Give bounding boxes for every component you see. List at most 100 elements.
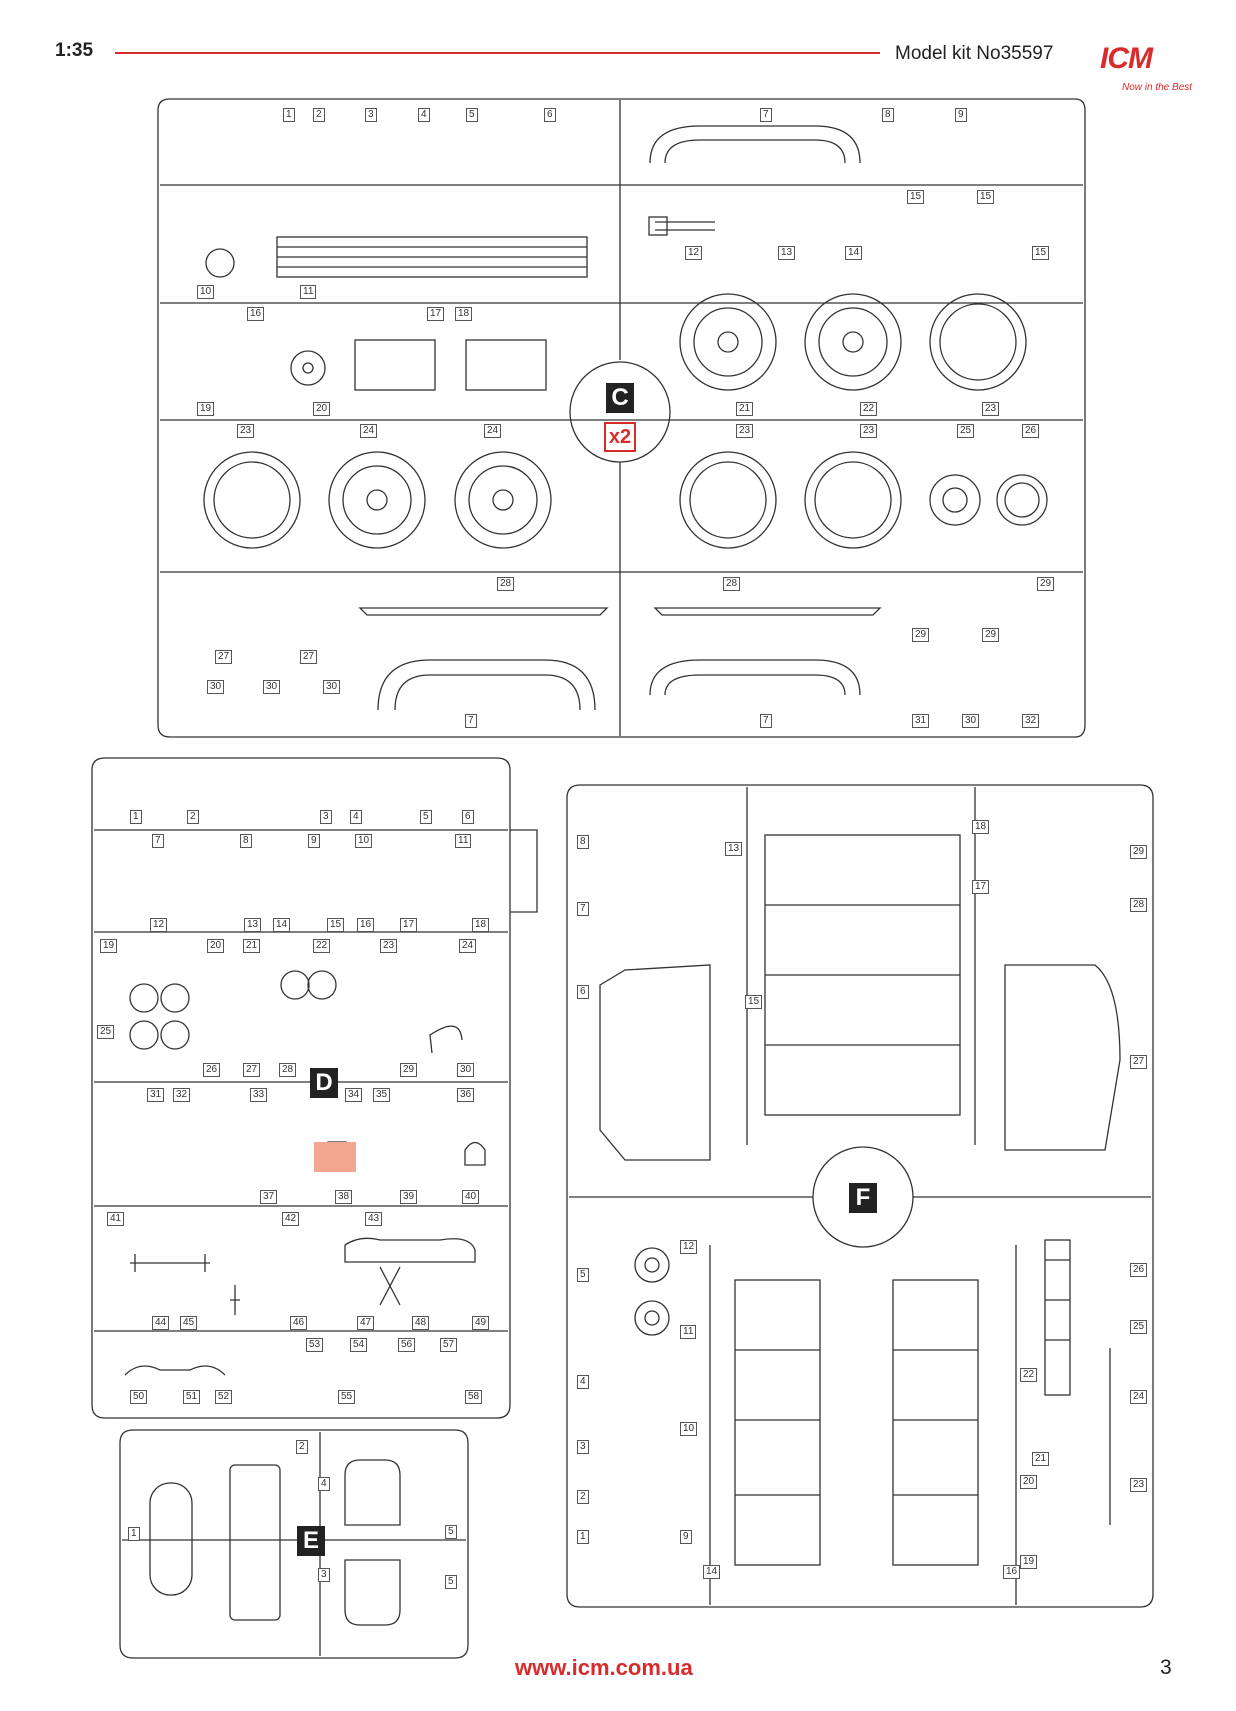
part-number: 21	[736, 402, 754, 416]
part-number: 51	[183, 1390, 201, 1404]
part-number: 23	[736, 424, 754, 438]
part-number: 36	[457, 1088, 475, 1102]
part-number: 12	[685, 246, 703, 260]
part-number: 29	[982, 628, 1000, 642]
part-number: 40	[462, 1190, 480, 1204]
page-number: 3	[1160, 1656, 1172, 1679]
part-number: 3	[577, 1440, 589, 1454]
part-number: 10	[197, 285, 215, 299]
part-number: 20	[1020, 1475, 1038, 1489]
part-number: 7	[760, 714, 772, 728]
part-number: 7	[577, 902, 589, 916]
part-number: 12	[150, 918, 168, 932]
part-number: 29	[400, 1063, 418, 1077]
part-number: 31	[912, 714, 930, 728]
part-number: 55	[338, 1390, 356, 1404]
part-number: 17	[972, 880, 990, 894]
part-number: 23	[860, 424, 878, 438]
sprue-c-bars	[276, 125, 882, 711]
part-number: 25	[957, 424, 975, 438]
part-number: 7	[465, 714, 477, 728]
part-number: 15	[977, 190, 995, 204]
part-number: 43	[365, 1212, 383, 1226]
part-number: 11	[300, 285, 317, 299]
part-number: 33	[250, 1088, 268, 1102]
part-number: 3	[320, 810, 332, 824]
part-number: 28	[1130, 898, 1148, 912]
sprue-c-wheels	[203, 248, 1048, 549]
part-number: 26	[203, 1063, 221, 1077]
part-number: 22	[860, 402, 878, 416]
part-number: 31	[147, 1088, 165, 1102]
part-number: 7	[760, 108, 772, 122]
part-number: 9	[308, 834, 320, 848]
part-number: 46	[290, 1316, 308, 1330]
part-number: 5	[445, 1575, 457, 1589]
part-number: 8	[882, 108, 894, 122]
part-number: 27	[300, 650, 318, 664]
part-number: 4	[418, 108, 430, 122]
part-number: 29	[1130, 845, 1148, 859]
part-number: 34	[345, 1088, 363, 1102]
part-number: 44	[152, 1316, 170, 1330]
part-number: 30	[207, 680, 225, 694]
part-number: 17	[427, 307, 445, 321]
part-number: 28	[279, 1063, 297, 1077]
part-number: 54	[350, 1338, 368, 1352]
sprue-e-frame	[119, 1429, 469, 1659]
part-number: 15	[1032, 246, 1050, 260]
part-number: 56	[398, 1338, 416, 1352]
part-number: 4	[577, 1375, 589, 1389]
sprue-d-frame	[91, 757, 538, 1419]
part-number: 23	[237, 424, 255, 438]
part-number: 27	[215, 650, 233, 664]
website-url[interactable]: www.icm.com.ua	[515, 1655, 693, 1680]
part-number: 24	[459, 939, 477, 953]
part-number: 15	[327, 918, 345, 932]
sprue-d-parts	[124, 970, 486, 1376]
part-number: 10	[680, 1422, 698, 1436]
part-number: 18	[472, 918, 490, 932]
part-number: 29	[912, 628, 930, 642]
brand-logo: ICM	[1100, 42, 1153, 75]
part-number: 9	[955, 108, 967, 122]
part-number: 50	[130, 1390, 148, 1404]
part-number: 6	[462, 810, 474, 824]
part-number: 53	[306, 1338, 324, 1352]
sprue-f-label: F	[849, 1183, 877, 1213]
part-number: 22	[1020, 1368, 1038, 1382]
part-number: 1	[283, 108, 295, 122]
part-number: 37	[260, 1190, 278, 1204]
part-number: 1	[577, 1530, 589, 1544]
sprue-c-multiplier: x2	[604, 422, 636, 452]
part-number: 58	[465, 1390, 483, 1404]
part-number: 2	[187, 810, 199, 824]
part-number: 16	[357, 918, 375, 932]
part-number: 1	[128, 1527, 140, 1541]
part-number: 27	[1130, 1055, 1148, 1069]
part-number: 24	[1130, 1390, 1148, 1404]
part-number: 23	[380, 939, 398, 953]
part-number: 48	[412, 1316, 430, 1330]
part-number: 3	[365, 108, 377, 122]
part-number: 19	[1020, 1555, 1038, 1569]
part-number: 9	[680, 1530, 692, 1544]
sprue-c-frame	[157, 98, 1086, 738]
part-number: 13	[244, 918, 262, 932]
part-number: 13	[725, 842, 743, 856]
part-number: 41	[107, 1212, 125, 1226]
part-number: 11	[680, 1325, 697, 1339]
part-number: 10	[355, 834, 373, 848]
part-number: 32	[1022, 714, 1040, 728]
sprue-f-frame	[566, 784, 1154, 1608]
part-number: 49	[472, 1316, 490, 1330]
part-number: 1	[130, 810, 142, 824]
scale-label: 1:35	[55, 40, 94, 61]
part-number: 4	[318, 1477, 330, 1491]
part-number: 47	[357, 1316, 375, 1330]
part-number: 4	[350, 810, 362, 824]
part-number: 35	[373, 1088, 391, 1102]
part-number: 19	[100, 939, 118, 953]
model-kit-number: Model kit No35597	[895, 43, 1054, 64]
part-number: 26	[1130, 1263, 1148, 1277]
